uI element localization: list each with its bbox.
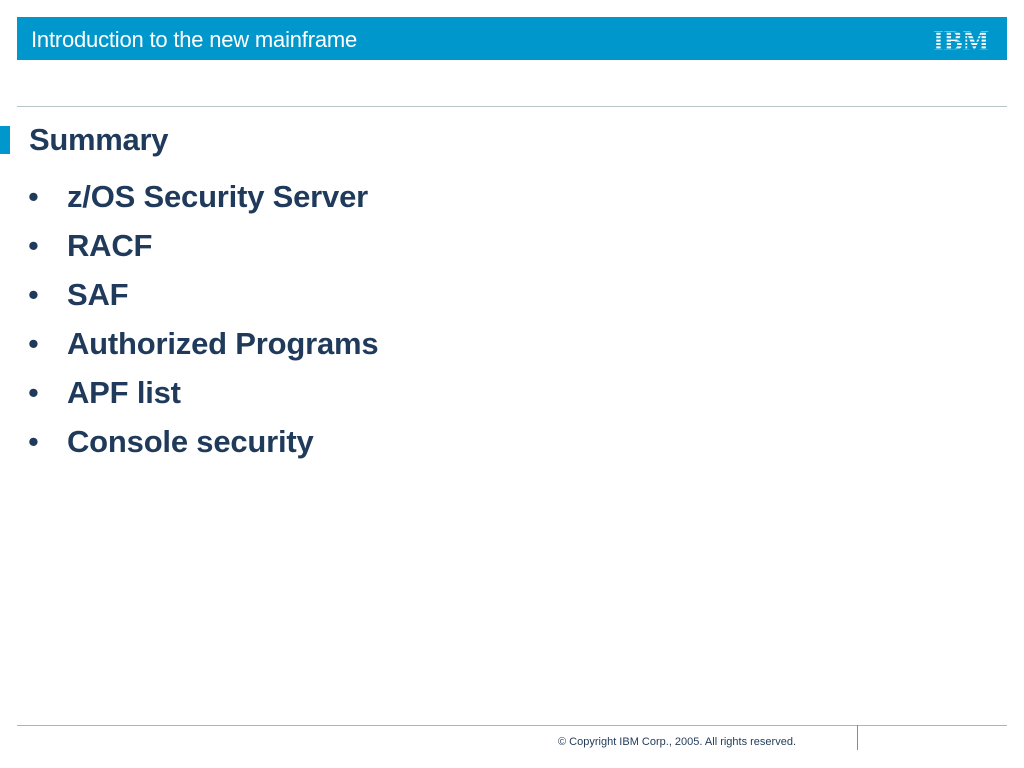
- bullet-text: Authorized Programs: [67, 326, 379, 361]
- bullet-dot-icon: •: [28, 326, 39, 361]
- bullet-text: Console security: [67, 424, 314, 459]
- bullet-dot-icon: •: [28, 424, 39, 459]
- bullet-text: RACF: [67, 228, 153, 263]
- bullet-text: z/OS Security Server: [67, 179, 368, 214]
- bullet-dot-icon: •: [28, 179, 39, 214]
- bullet-dot-icon: •: [28, 228, 39, 263]
- title-accent-bar: [0, 126, 10, 154]
- header-bar: Introduction to the new mainframe IBM: [17, 17, 1007, 60]
- footer-tick-divider: [857, 725, 858, 750]
- bullet-text: APF list: [67, 375, 181, 410]
- footer-divider: [17, 725, 1007, 726]
- ibm-logo-icon: IBM: [933, 26, 989, 53]
- bullet-dot-icon: •: [28, 277, 39, 312]
- bullet-dot-icon: •: [28, 375, 39, 410]
- bullet-text: SAF: [67, 277, 129, 312]
- header-title: Introduction to the new mainframe: [31, 27, 358, 52]
- copyright-notice: © Copyright IBM Corp., 2005. All rights …: [558, 736, 796, 748]
- slide-title: Summary: [29, 122, 169, 157]
- top-divider: [17, 106, 1007, 107]
